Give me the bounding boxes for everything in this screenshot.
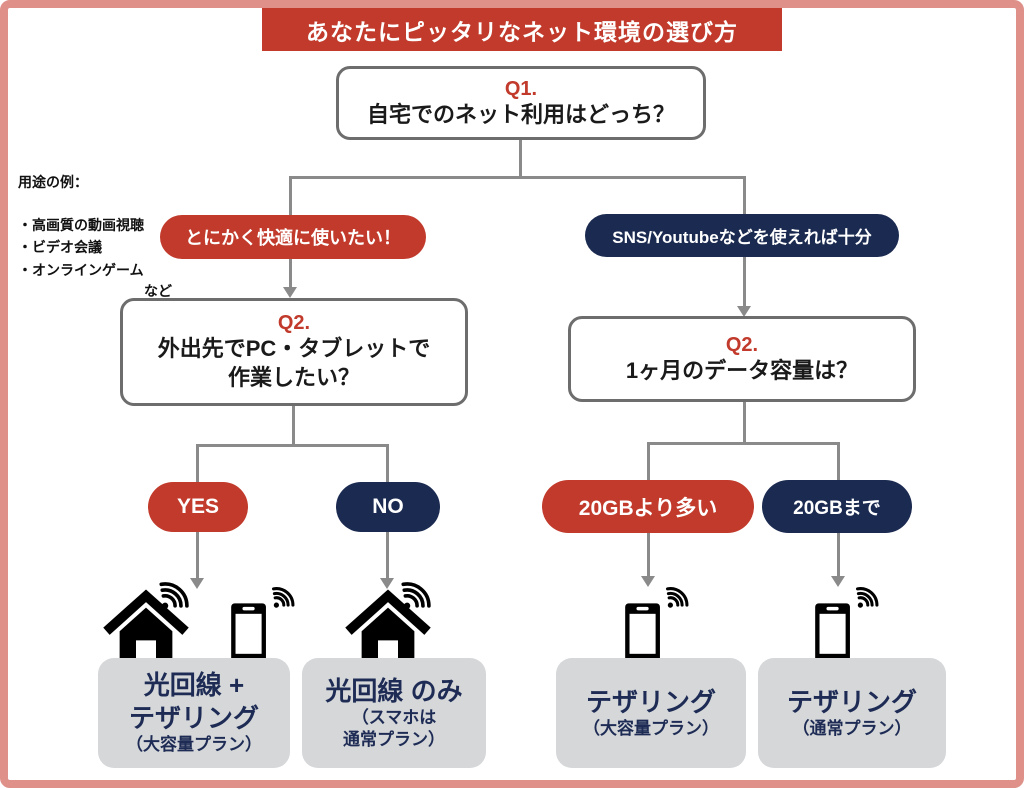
result-box-tethering-normal-plan: テザリング （通常プラン） xyxy=(758,658,946,768)
result-text: 光回線 のみ xyxy=(325,675,463,706)
smartphone-wifi-icon xyxy=(804,586,882,666)
result-box-fiber-only: 光回線 のみ （スマホは 通常プラン） xyxy=(302,658,486,768)
q2-left-box: Q2. 外出先でPC・タブレットで 作業したい？ xyxy=(120,298,468,406)
usage-note-item: ・オンラインゲーム xyxy=(18,261,144,278)
result-note: （スマホは xyxy=(351,708,437,728)
result-box-fiber-plus-tethering: 光回線 + テザリング （大容量プラン） xyxy=(98,658,290,768)
q1-question: 自宅でのネット利用はどっち？ xyxy=(366,101,675,127)
connector-line xyxy=(647,442,840,445)
q2-left-question-line1: 外出先でPC・タブレットで xyxy=(157,336,431,362)
q1-label: Q1. xyxy=(504,77,538,100)
smartphone-wifi-icon xyxy=(614,586,692,666)
connector-line xyxy=(837,532,840,578)
house-wifi-icon xyxy=(96,582,196,666)
option-up-to-20gb-pill: 20GBまで xyxy=(762,480,912,533)
connector-line xyxy=(292,404,295,446)
arrow-down-icon xyxy=(190,578,204,589)
option-yes-pill: YES xyxy=(148,482,248,532)
arrow-down-icon xyxy=(380,578,394,589)
connector-line xyxy=(386,531,389,579)
connector-line xyxy=(289,176,745,179)
arrow-down-icon xyxy=(283,287,297,298)
result-note: （通常プラン） xyxy=(792,719,912,739)
result-text: テザリング xyxy=(786,686,917,717)
answer-left-pill: とにかく快適に使いたい！ xyxy=(160,215,426,259)
q1-box: Q1. 自宅でのネット利用はどっち？ xyxy=(336,66,706,140)
result-note: （大容量プラン） xyxy=(126,735,262,755)
arrow-down-icon xyxy=(737,306,751,317)
connector-line xyxy=(519,138,522,178)
connector-line xyxy=(837,442,840,482)
q2-right-box: Q2. 1ヶ月のデータ容量は？ xyxy=(568,316,916,402)
result-note: 通常プラン） xyxy=(343,730,445,750)
option-more-than-20gb-pill: 20GBより多い xyxy=(542,480,754,533)
q2-left-question-line2: 作業したい？ xyxy=(227,365,360,390)
result-text: 光回線 + xyxy=(143,670,245,701)
arrow-down-icon xyxy=(831,576,845,587)
connector-line xyxy=(196,444,199,484)
usage-note-suffix: など xyxy=(144,283,172,300)
smartphone-wifi-icon xyxy=(220,586,298,666)
result-text: テザリング xyxy=(128,702,259,733)
q2-right-label: Q2. xyxy=(725,333,759,356)
arrow-down-icon xyxy=(641,576,655,587)
q2-left-label: Q2. xyxy=(277,312,311,335)
option-no-pill: NO xyxy=(336,482,440,532)
connector-line xyxy=(196,531,199,579)
connector-line xyxy=(743,400,746,444)
connector-line xyxy=(647,532,650,578)
result-box-tethering-large-plan: テザリング （大容量プラン） xyxy=(556,658,746,768)
q2-right-question: 1ヶ月のデータ容量は？ xyxy=(625,357,859,383)
connector-line xyxy=(386,444,389,484)
result-text: テザリング xyxy=(585,686,716,717)
connector-line xyxy=(196,444,389,447)
connector-line xyxy=(647,442,650,482)
usage-note-heading: 用途の例： xyxy=(18,174,88,190)
answer-right-pill: SNS/Youtubeなどを使えれば十分 xyxy=(585,214,899,257)
usage-note-item: ・高画質の動画視聴 xyxy=(18,217,144,233)
result-note: （大容量プラン） xyxy=(583,719,719,739)
house-wifi-icon xyxy=(338,582,438,666)
title-banner: あなたにピッタリなネット環境の選び方 xyxy=(262,8,782,51)
usage-note: 用途の例： ・高画質の動画視聴 ・ビデオ会議 ・オンラインゲーム など xyxy=(18,172,188,301)
usage-note-item: ・ビデオ会議 xyxy=(18,239,102,256)
